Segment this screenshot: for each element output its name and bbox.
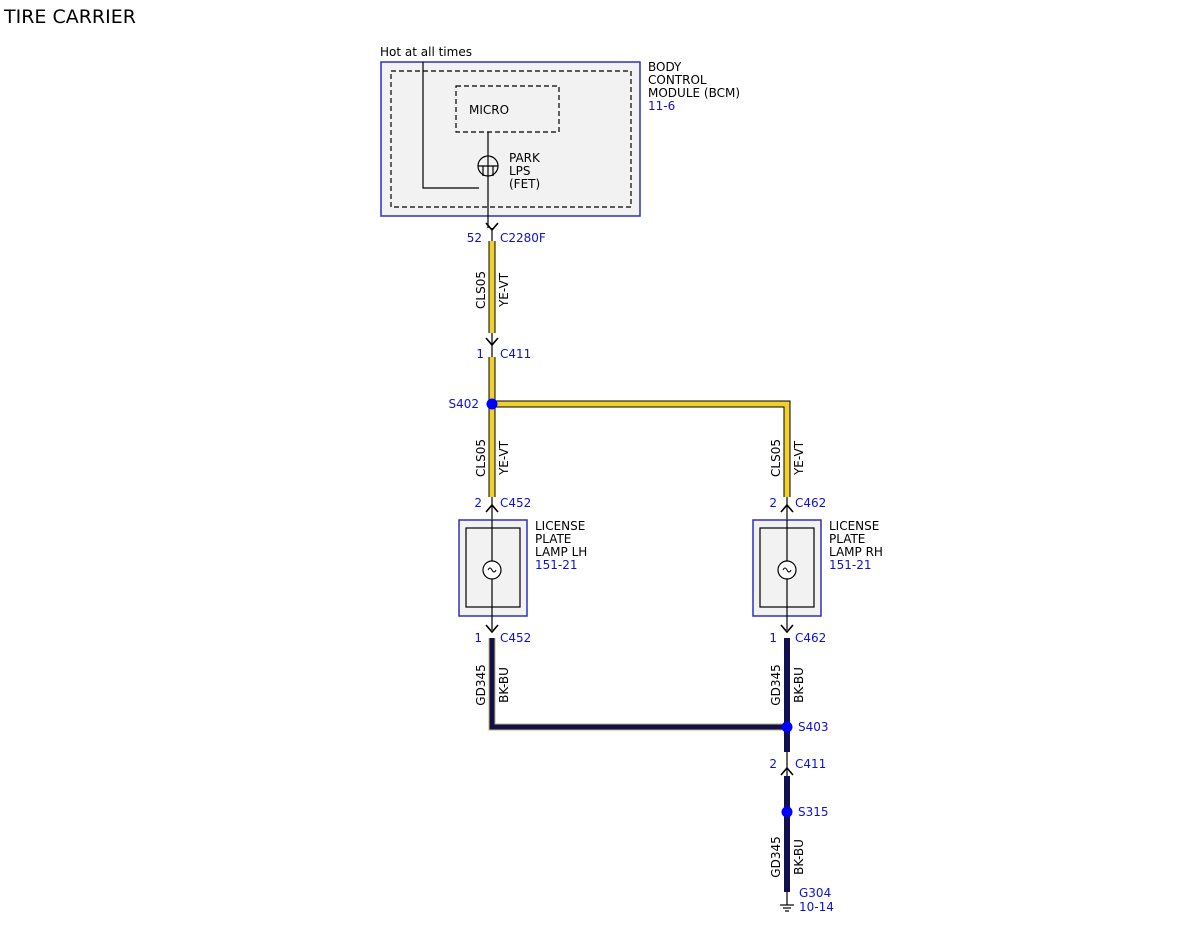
wire-circuit-4: GD345 xyxy=(474,664,488,705)
c452-out-pin: 1 xyxy=(474,631,482,645)
splice-s403 xyxy=(781,721,793,733)
lamp-rh-name-2: PLATE xyxy=(829,532,865,546)
c452-out-name: C452 xyxy=(500,631,531,645)
c2280f-pin: 52 xyxy=(467,231,482,245)
micro-label: MICRO xyxy=(469,103,509,117)
c462-in-pin: 2 xyxy=(769,496,777,510)
wire-circuit-5: GD345 xyxy=(769,664,783,705)
c452-in-name: C452 xyxy=(500,496,531,510)
bcm-module: MICRO PARK LPS (FET) xyxy=(380,61,641,228)
wire-circuit-3: CLS05 xyxy=(769,439,783,477)
splice-s315 xyxy=(781,806,793,818)
micro-box xyxy=(455,85,560,133)
fet-label-3: (FET) xyxy=(509,177,540,191)
wire-color-1: YE-VT xyxy=(497,272,511,308)
lamp-rh-ref: 151-21 xyxy=(829,558,872,572)
lamp-lh-name-3: LAMP LH xyxy=(535,545,587,559)
wire-color-4: BK-BU xyxy=(497,667,511,703)
splice-s402 xyxy=(486,398,498,410)
c462-in-name: C462 xyxy=(795,496,826,510)
splice-s402-label: S402 xyxy=(448,397,479,411)
ground-wires xyxy=(488,638,794,912)
ground-g304-ref: 10-14 xyxy=(799,900,834,914)
c462-out-name: C462 xyxy=(795,631,826,645)
fet-label-1: PARK xyxy=(509,151,541,165)
wire-color-2: YE-VT xyxy=(497,440,511,476)
wire-circuit-2: CLS05 xyxy=(474,439,488,477)
c462-out-pin: 1 xyxy=(769,631,777,645)
c2280f-name: C2280F xyxy=(500,231,546,245)
lamp-rh-name-1: LICENSE xyxy=(829,519,879,533)
wire-color-5: BK-BU xyxy=(792,667,806,703)
wire-color-3: YE-VT xyxy=(792,440,806,476)
lamp-lh-name-2: PLATE xyxy=(535,532,571,546)
bcm-ref: 11-6 xyxy=(648,99,675,113)
bcm-name-3: MODULE (BCM) xyxy=(648,86,740,100)
c411-bot-pin: 2 xyxy=(769,757,777,771)
splice-s403-label: S403 xyxy=(798,720,829,734)
license-plate-lamp-lh xyxy=(458,519,528,630)
splice-s315-label: S315 xyxy=(798,805,829,819)
wire-circuit-1: CLS05 xyxy=(474,271,488,309)
lamp-lh-ref: 151-21 xyxy=(535,558,578,572)
lamp-lh-name-1: LICENSE xyxy=(535,519,585,533)
lamp-rh-name-3: LAMP RH xyxy=(829,545,883,559)
license-plate-lamp-rh xyxy=(752,519,822,630)
c411-bot-name: C411 xyxy=(795,757,826,771)
c452-in-pin: 2 xyxy=(474,496,482,510)
page-title: TIRE CARRIER xyxy=(3,6,136,28)
c411-top-name: C411 xyxy=(500,347,531,361)
wire-color-6: BK-BU xyxy=(792,839,806,875)
bcm-name-2: CONTROL xyxy=(648,73,707,87)
ground-g304: G304 xyxy=(799,886,831,900)
power-wires xyxy=(488,228,791,497)
hot-at-all-times-label: Hot at all times xyxy=(380,45,472,59)
fet-label-2: LPS xyxy=(509,164,531,178)
c411-top-pin: 1 xyxy=(476,347,484,361)
bcm-name-1: BODY xyxy=(648,60,682,74)
wire-circuit-6: GD345 xyxy=(769,836,783,877)
